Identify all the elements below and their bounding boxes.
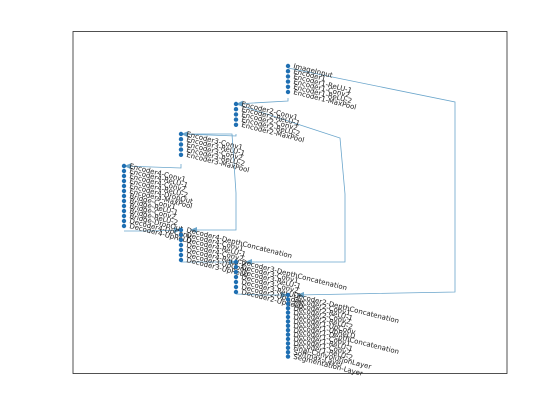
graph-node (285, 89, 291, 95)
graph-node (178, 227, 184, 233)
graph-node (178, 152, 184, 157)
graph-node (121, 183, 127, 189)
graph-node (285, 301, 291, 306)
graph-node (178, 147, 184, 152)
graph-node (233, 259, 239, 265)
graph-node (121, 178, 127, 184)
arrowhead (281, 292, 288, 298)
edge-c3-to-c4 (124, 229, 182, 232)
graph-node (233, 117, 239, 122)
graph-node (121, 188, 127, 194)
graph-node (233, 112, 239, 117)
graph-node (178, 131, 184, 137)
graph-node (285, 297, 291, 302)
graph-node (121, 208, 127, 214)
arrowhead (190, 227, 197, 233)
edge-c0-to-c1 (235, 98, 289, 105)
graph-node (285, 74, 291, 79)
graph-node (121, 163, 127, 169)
graph-node (178, 252, 184, 258)
graph-node (178, 142, 184, 147)
graph-node (285, 323, 291, 328)
graph-node (285, 341, 291, 346)
graph-node (285, 354, 291, 359)
edge-c0-to-c6 (287, 67, 456, 296)
graph-node (121, 173, 127, 179)
graph-node (121, 193, 127, 199)
graph-node (178, 257, 184, 263)
axes-frame (72, 31, 508, 374)
graph-node (233, 122, 239, 128)
nodes-group: ImageInputEncoder1Encoder1-ReLU-1Encoder… (121, 62, 400, 378)
graph-node (285, 350, 291, 355)
edges-group (123, 67, 456, 298)
graph-node (285, 345, 291, 350)
graph-node (285, 314, 291, 320)
graph-node (285, 306, 291, 311)
edge-c1-to-c2 (180, 133, 237, 137)
arrowhead (124, 163, 132, 170)
arrowhead (297, 291, 305, 298)
graph-node (178, 137, 184, 142)
arrowhead (229, 259, 236, 265)
edge-c1-to-c5 (235, 103, 346, 263)
edge-c2-to-c4 (181, 133, 237, 231)
edge-c5-to-c6 (235, 293, 288, 296)
graph-node (121, 223, 127, 229)
graph-node (178, 242, 184, 248)
graph-node (121, 168, 127, 174)
graph-node (285, 319, 291, 324)
arrowhead (173, 227, 181, 234)
graph-node (121, 198, 127, 204)
graph-node (121, 203, 127, 209)
graph-node (285, 84, 291, 90)
graph-node (233, 284, 239, 290)
graph-node (285, 69, 291, 74)
graph-node (233, 264, 239, 270)
graph-node (285, 310, 291, 315)
graph-node (285, 336, 291, 342)
graph-node (285, 63, 291, 69)
graph-node (178, 237, 184, 243)
graph-node (121, 213, 127, 219)
graph-node (233, 289, 239, 295)
graph-node (233, 274, 239, 280)
graph-node (233, 101, 239, 107)
graph-node (121, 218, 127, 224)
graph-node (285, 328, 291, 333)
edge-c2-to-c3 (123, 164, 182, 169)
arrowhead (245, 259, 252, 265)
graph-node (233, 269, 239, 275)
arrowhead (236, 100, 244, 107)
graph-node (285, 292, 291, 298)
graph-node (178, 247, 184, 253)
graph-node (285, 332, 291, 337)
graph-node (233, 279, 239, 285)
graph-node (233, 107, 239, 112)
graph-node (178, 232, 184, 238)
graph-node (285, 79, 291, 84)
